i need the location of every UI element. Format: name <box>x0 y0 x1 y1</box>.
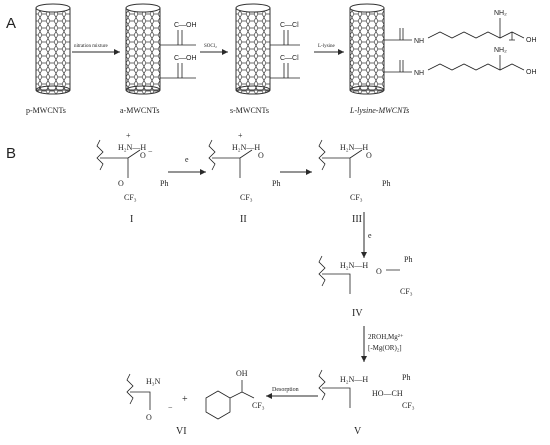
nh-label-1: NH <box>414 38 424 45</box>
struct-iii-nh: H₂N—H <box>340 143 368 152</box>
nanotube-lysine-mwcnts <box>349 3 525 95</box>
tube-label-3: s-MWCNTs <box>230 106 269 115</box>
struct-iii-ph: Ph <box>382 179 390 188</box>
stage-label-iii: III <box>352 214 362 225</box>
tube-label-4: L-lysine-MWCNTs <box>349 106 409 115</box>
reagent-socl2: SOCl₂ <box>204 44 217 49</box>
stage-label-i: I <box>130 214 133 225</box>
nh2-label-1: NH₂ <box>494 10 507 17</box>
struct-ii-plus: + <box>238 131 243 140</box>
struct-vi-h3n: H₃N <box>146 377 161 386</box>
struct-vi-o: O <box>146 413 152 422</box>
oh-label-2: OH <box>526 69 537 76</box>
product-alcohol <box>205 380 255 420</box>
struct-v-hoch: HO—CH <box>372 389 403 398</box>
stage-label-vi: VI <box>176 426 187 437</box>
reagent-roh: 2ROH,Mg²⁺ <box>368 333 404 341</box>
nanotube-s-mwcnts <box>235 3 300 95</box>
struct-i-minus: − <box>148 147 153 156</box>
struct-iv-o: O <box>376 267 382 276</box>
struct-iv-ph: Ph <box>404 255 412 264</box>
nh2-label-2: NH₂ <box>494 47 507 54</box>
structure-vi <box>126 373 151 410</box>
panel-label-b: B <box>6 145 16 162</box>
panel-label-a: A <box>6 15 16 32</box>
tube-label-2: a-MWCNTs <box>120 106 159 115</box>
cocl-label-2: C—Cl <box>280 55 299 62</box>
struct-i-o: O <box>140 151 146 160</box>
nanotube-a-mwcnts <box>125 3 196 95</box>
nanotube-p-mwcnts <box>35 3 71 95</box>
struct-ii-ph: Ph <box>272 179 280 188</box>
stage-label-iv: IV <box>352 308 363 319</box>
cooh-label-1: C—OH <box>174 22 197 29</box>
struct-v-cf3: CF₃ <box>402 401 415 410</box>
stage-label-v: V <box>354 426 362 437</box>
reagent-desorption: Desorption <box>272 387 299 393</box>
struct-iv-cf3: CF₃ <box>400 287 413 296</box>
structure-v <box>318 369 351 408</box>
electron-2: e <box>368 231 372 240</box>
struct-i-o2: O <box>118 179 124 188</box>
struct-iii-cf3: CF₃ <box>350 193 363 202</box>
product-oh: OH <box>236 369 248 378</box>
structure-iv <box>318 255 400 294</box>
struct-ii-o: O <box>258 151 264 160</box>
tube-label-1: p-MWCNTs <box>26 106 66 115</box>
stage-label-ii: II <box>240 214 247 225</box>
struct-i-nh: H₂N—H <box>118 143 146 152</box>
electron-1: e <box>185 155 189 164</box>
structure-i <box>96 139 141 178</box>
struct-ii-nh: H₂N—H <box>232 143 260 152</box>
reagent-lysine: L-lysine <box>318 44 335 49</box>
product-cf3: CF₃ <box>252 401 265 410</box>
struct-i-ph: Ph <box>160 179 168 188</box>
struct-i-cf3: CF₃ <box>124 193 137 202</box>
struct-v-ph: Ph <box>402 373 410 382</box>
oh-label-1: OH <box>526 37 537 44</box>
structure-ii <box>208 139 253 178</box>
struct-vi-minus: − <box>168 403 173 412</box>
nh-label-2: NH <box>414 70 424 77</box>
reagent-nitration: nitration mixture <box>74 44 109 49</box>
cooh-label-2: C—OH <box>174 55 197 62</box>
structure-iii <box>318 139 363 178</box>
struct-iv-nh: H₂N—H <box>340 261 368 270</box>
struct-v-nh: H₂N—H <box>340 375 368 384</box>
struct-ii-cf3: CF₃ <box>240 193 253 202</box>
struct-iii-o: O <box>366 151 372 160</box>
struct-i-plus: + <box>126 131 131 140</box>
cocl-label-1: C—Cl <box>280 22 299 29</box>
reagent-mg: [-Mg(OR)₂] <box>368 344 402 352</box>
plus-sign: + <box>182 394 188 405</box>
